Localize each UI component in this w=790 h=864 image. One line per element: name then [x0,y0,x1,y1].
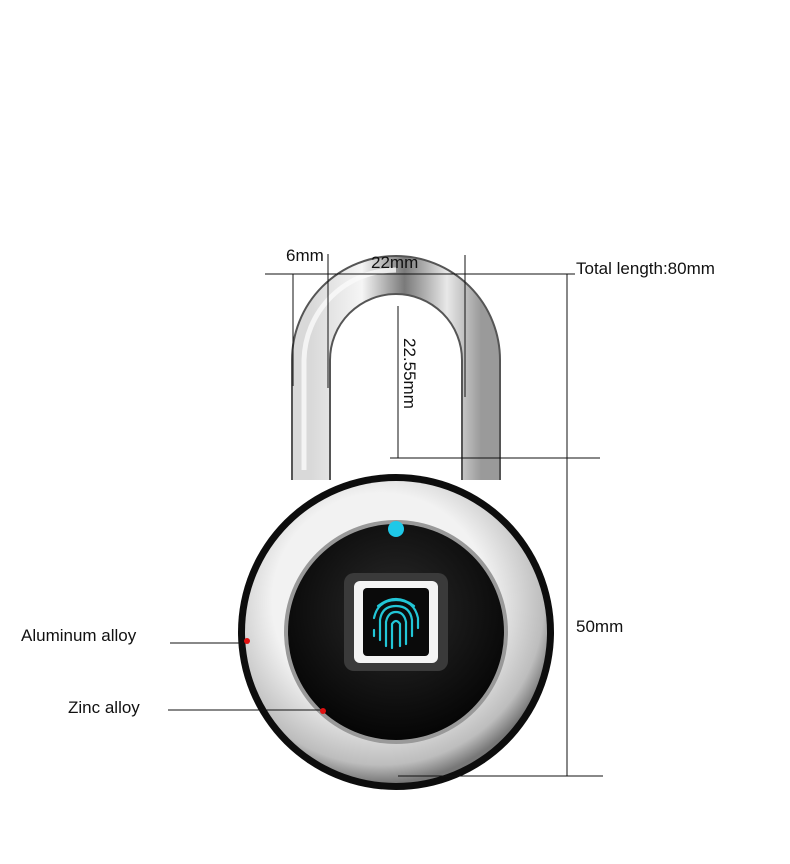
body-diameter-label: 50mm [576,617,624,636]
shackle-thickness-label: 6mm [286,246,324,265]
zinc-marker [320,708,326,714]
shackle-width-label: 22mm [371,253,419,272]
total-length-label: Total length:80mm [576,259,715,278]
dimension-lines [168,254,603,777]
fingerprint-icon [372,597,420,650]
zinc-alloy-label: Zinc alloy [68,698,140,717]
aluminum-alloy-label: Aluminum alloy [21,626,137,645]
lock-body [238,474,554,790]
led-indicator [388,521,404,537]
aluminum-marker [244,638,250,644]
shackle [291,255,501,480]
shackle-clearance-label: 22.55mm [400,338,419,409]
